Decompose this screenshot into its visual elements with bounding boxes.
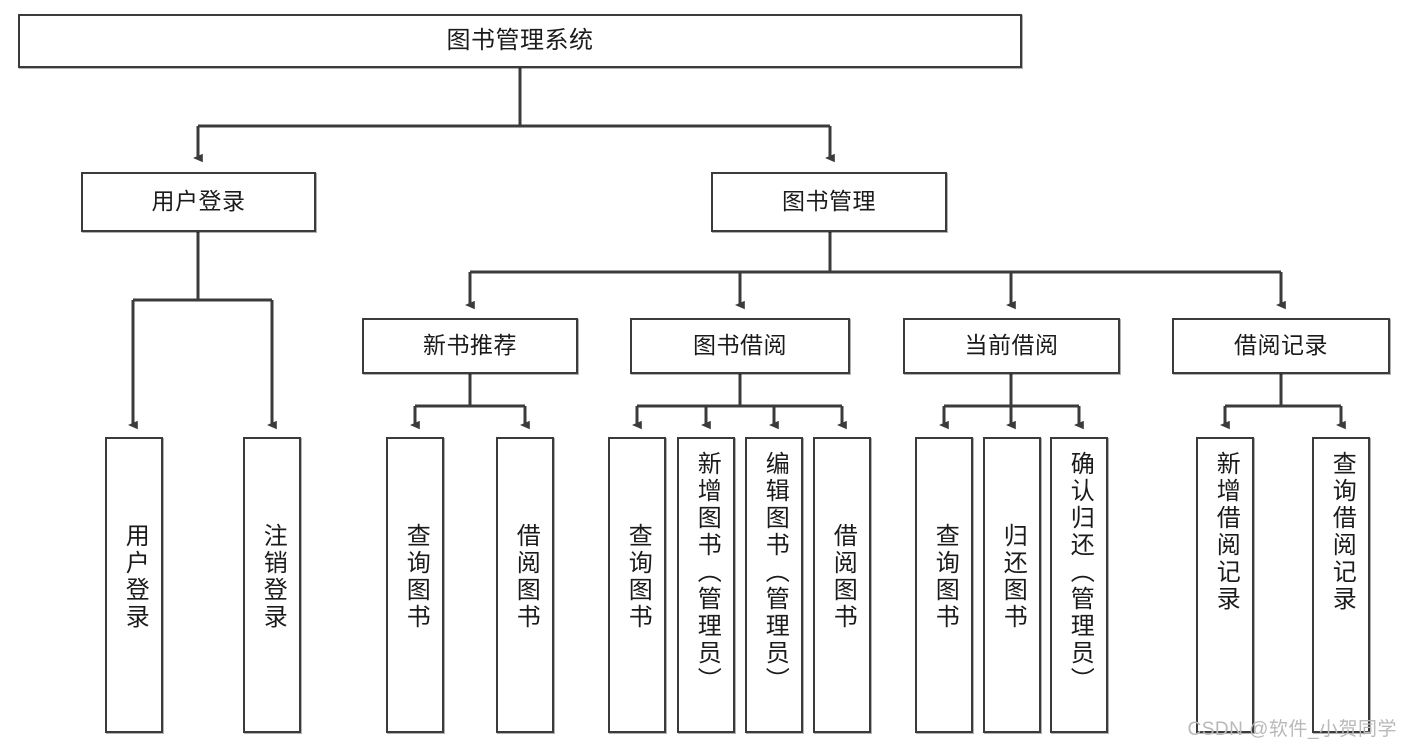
node-leaf-confirm-return-admin-label: 确认归还（管理员） [1066,451,1094,694]
node-root[interactable]: 图书管理系统 [18,14,1022,68]
node-leaf-user-login-label: 用户登录 [121,523,149,631]
node-leaf-add-book-admin-label: 新增图书（管理员） [693,451,721,694]
node-leaf-return-book-label: 归还图书 [999,523,1027,631]
node-book-management-label: 图书管理 [782,188,876,215]
node-leaf-borrow-book-recommend[interactable]: 借阅图书 [496,437,554,733]
node-leaf-query-book-recommend[interactable]: 查询图书 [386,437,444,733]
node-book-borrow-label: 图书借阅 [693,332,787,359]
node-leaf-add-borrow-record[interactable]: 新增借阅记录 [1196,437,1254,733]
node-root-label: 图书管理系统 [446,26,594,54]
node-user-login[interactable]: 用户登录 [81,172,316,232]
node-leaf-logout[interactable]: 注销登录 [243,437,301,733]
node-leaf-borrow-book-recommend-label: 借阅图书 [512,523,540,631]
node-leaf-borrow-book-label: 借阅图书 [829,523,857,631]
node-user-login-label: 用户登录 [151,188,246,215]
watermark: CSDN @软件_小贺同学 [1187,719,1397,740]
node-current-borrow-label: 当前借阅 [964,332,1059,359]
node-borrow-record[interactable]: 借阅记录 [1172,318,1390,374]
node-leaf-user-login[interactable]: 用户登录 [105,437,163,733]
node-leaf-add-book-admin[interactable]: 新增图书（管理员） [677,437,735,733]
node-borrow-record-label: 借阅记录 [1234,332,1328,359]
node-leaf-confirm-return-admin[interactable]: 确认归还（管理员） [1050,437,1108,733]
node-leaf-query-book-current-label: 查询图书 [931,523,959,631]
node-leaf-query-book-recommend-label: 查询图书 [402,523,430,631]
node-leaf-logout-label: 注销登录 [259,523,287,631]
node-leaf-query-book-current[interactable]: 查询图书 [915,437,973,733]
node-leaf-query-borrow-record-label: 查询借阅记录 [1328,451,1356,613]
node-leaf-edit-book-admin-label: 编辑图书（管理员） [761,451,789,694]
node-book-management[interactable]: 图书管理 [711,172,947,232]
node-new-book-recommend[interactable]: 新书推荐 [362,318,578,374]
node-current-borrow[interactable]: 当前借阅 [903,318,1120,374]
node-leaf-edit-book-admin[interactable]: 编辑图书（管理员） [745,437,803,733]
node-leaf-return-book[interactable]: 归还图书 [983,437,1041,733]
node-new-book-recommend-label: 新书推荐 [423,332,517,359]
node-book-borrow[interactable]: 图书借阅 [630,318,850,374]
node-leaf-borrow-book[interactable]: 借阅图书 [813,437,871,733]
node-leaf-query-book-borrow-label: 查询图书 [624,523,652,631]
node-leaf-query-book-borrow[interactable]: 查询图书 [608,437,666,733]
node-leaf-query-borrow-record[interactable]: 查询借阅记录 [1312,437,1370,733]
node-leaf-add-borrow-record-label: 新增借阅记录 [1212,451,1240,613]
